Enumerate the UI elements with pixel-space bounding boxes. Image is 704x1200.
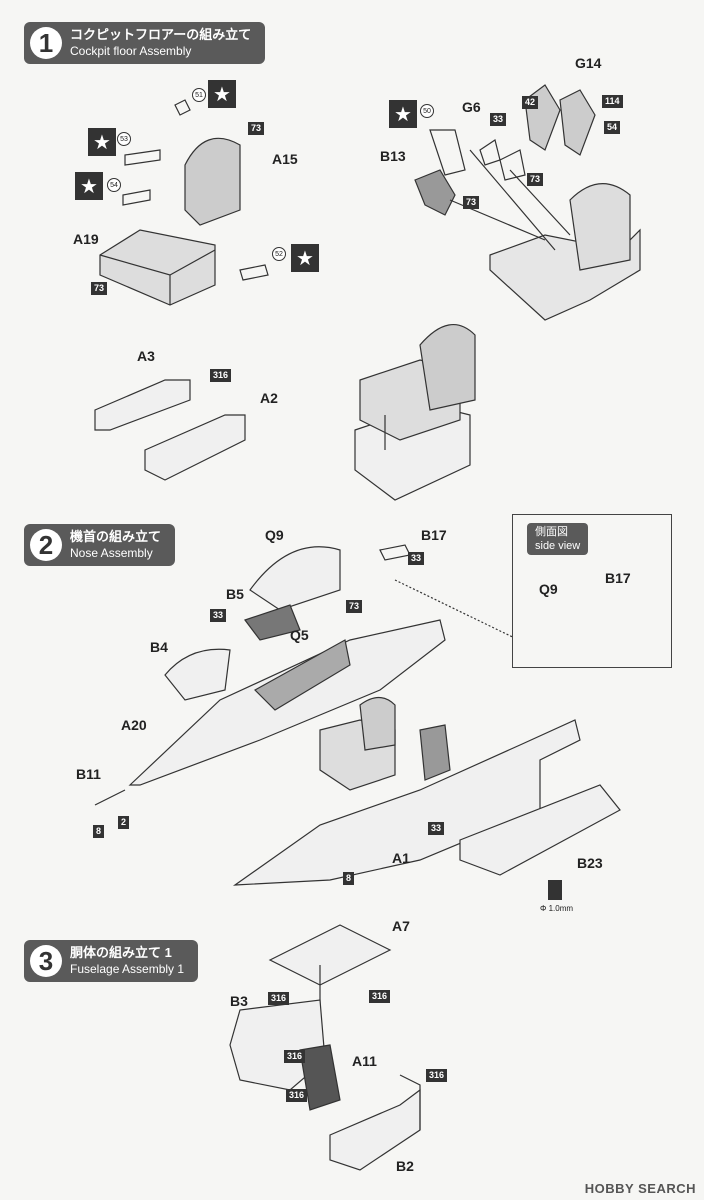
step-3-header: 3 胴体の組み立て 1 Fuselage Assembly 1 bbox=[24, 940, 199, 982]
part-label: B13 bbox=[380, 148, 406, 164]
color-code: 316 bbox=[210, 369, 232, 382]
part-label: A1 bbox=[392, 850, 410, 866]
step-2-header: 2 機首の組み立て Nose Assembly bbox=[24, 524, 176, 566]
part-label: B4 bbox=[150, 639, 168, 655]
part-label: Q9 bbox=[265, 527, 284, 543]
color-code: 73 bbox=[91, 282, 108, 295]
color-code: 33 bbox=[428, 822, 445, 835]
decal-number: 50 bbox=[420, 104, 434, 118]
part-label: A11 bbox=[352, 1053, 377, 1069]
part-label: A3 bbox=[137, 348, 155, 364]
decal-star-icon: ★ bbox=[291, 244, 319, 272]
step-number: 2 bbox=[30, 529, 62, 561]
color-code: 316 bbox=[268, 992, 290, 1005]
color-code: 33 bbox=[210, 609, 227, 622]
step-number: 3 bbox=[30, 945, 62, 977]
step-title-jp: 胴体の組み立て 1 bbox=[70, 945, 172, 960]
decal-star-icon: ★ bbox=[389, 100, 417, 128]
part-label: B2 bbox=[396, 1158, 414, 1174]
decal-star-icon: ★ bbox=[208, 80, 236, 108]
decal-number: 51 bbox=[192, 88, 206, 102]
side-view-tag: 側面図 side view bbox=[527, 523, 589, 555]
step-number: 1 bbox=[30, 27, 62, 59]
step-title-en: Fuselage Assembly 1 bbox=[70, 962, 185, 976]
step-title-en: Nose Assembly bbox=[70, 546, 153, 560]
part-label: A2 bbox=[260, 390, 278, 406]
color-code: 2 bbox=[118, 816, 130, 829]
color-code: 316 bbox=[284, 1050, 306, 1063]
watermark: HOBBY SEARCH bbox=[584, 1181, 696, 1196]
part-label: B5 bbox=[226, 586, 244, 602]
part-label: G14 bbox=[575, 55, 602, 71]
part-label: G6 bbox=[462, 99, 481, 115]
color-code: 316 bbox=[369, 990, 391, 1003]
side-view-title-en: side view bbox=[535, 540, 581, 552]
side-view-label: Q9 bbox=[539, 581, 558, 597]
step-title-jp: コクピットフロアーの組み立て bbox=[70, 27, 252, 42]
color-code: 73 bbox=[463, 196, 480, 209]
part-label: B23 bbox=[577, 855, 603, 871]
color-code: 73 bbox=[346, 600, 363, 613]
part-label: A7 bbox=[392, 918, 410, 934]
decal-star-icon: ★ bbox=[88, 128, 116, 156]
color-code: 8 bbox=[93, 825, 105, 838]
part-label: B3 bbox=[230, 993, 248, 1009]
color-code: 54 bbox=[604, 121, 621, 134]
drill-icon bbox=[548, 880, 562, 900]
side-view-label: B17 bbox=[605, 570, 631, 586]
part-label: B17 bbox=[421, 527, 447, 543]
color-code: 42 bbox=[522, 96, 539, 109]
side-view-box: 側面図 side view Q9 B17 bbox=[512, 514, 672, 668]
part-label: Q5 bbox=[290, 627, 309, 643]
step-title-jp: 機首の組み立て bbox=[70, 529, 162, 544]
decal-number: 54 bbox=[107, 178, 121, 192]
color-code: 316 bbox=[426, 1069, 448, 1082]
part-label: B11 bbox=[76, 766, 101, 782]
step-title-en: Cockpit floor Assembly bbox=[70, 44, 192, 58]
color-code: 8 bbox=[343, 872, 355, 885]
decal-number: 52 bbox=[272, 247, 286, 261]
color-code: 73 bbox=[527, 173, 544, 186]
step-1-header: 1 コクピットフロアーの組み立て Cockpit floor Assembly bbox=[24, 22, 266, 64]
part-label: A19 bbox=[73, 231, 99, 247]
color-code: 33 bbox=[408, 552, 425, 565]
color-code: 114 bbox=[602, 95, 623, 108]
part-label: A20 bbox=[121, 717, 147, 733]
side-view-title-jp: 側面図 bbox=[535, 526, 568, 538]
decal-number: 53 bbox=[117, 132, 131, 146]
color-code: 316 bbox=[286, 1089, 308, 1102]
drill-size-label: Φ 1.0mm bbox=[540, 904, 574, 913]
part-label: A15 bbox=[272, 151, 298, 167]
decal-star-icon: ★ bbox=[75, 172, 103, 200]
color-code: 33 bbox=[490, 113, 507, 126]
color-code: 73 bbox=[248, 122, 265, 135]
